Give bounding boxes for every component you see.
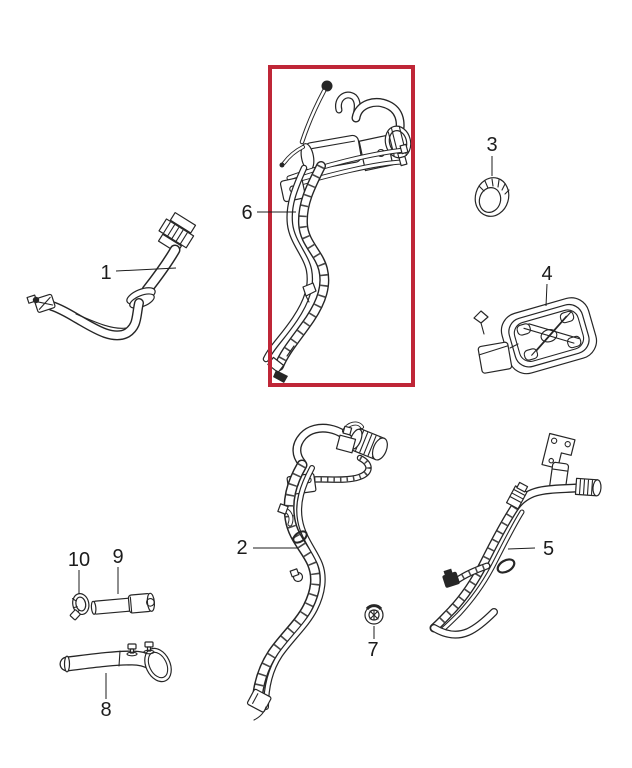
part-3-grommet-ring [474, 177, 510, 217]
callout-label-4: 4 [541, 263, 552, 285]
part-5-vent-tube-assembly [434, 432, 602, 635]
highlight-box [268, 65, 415, 387]
callout-label-10: 10 [68, 549, 90, 571]
callout-label-3: 3 [486, 134, 497, 156]
callout-label-9: 9 [112, 546, 123, 568]
part-2-fuel-filler-tube [246, 421, 388, 721]
part-4-fuel-door-housing [473, 297, 598, 375]
leader-line-5 [507, 547, 536, 550]
part-6-fuel-filler-tube-assembly [266, 80, 412, 383]
leader-line-1 [115, 267, 177, 272]
leader-line-4 [545, 283, 548, 307]
callout-label-6: 6 [241, 202, 252, 224]
part-8-filler-housing-tube [65, 641, 172, 683]
callout-label-1: 1 [100, 262, 111, 284]
part-7-cap-nut [364, 604, 384, 625]
callout-label-8: 8 [100, 699, 111, 721]
callout-label-7: 7 [367, 639, 378, 661]
part-1-fuel-filler-tube [26, 212, 197, 335]
callout-label-5: 5 [543, 538, 554, 560]
part-10-hose-clamp [69, 593, 90, 621]
callout-label-2: 2 [236, 537, 247, 559]
part-9-connector-hose [90, 592, 156, 615]
